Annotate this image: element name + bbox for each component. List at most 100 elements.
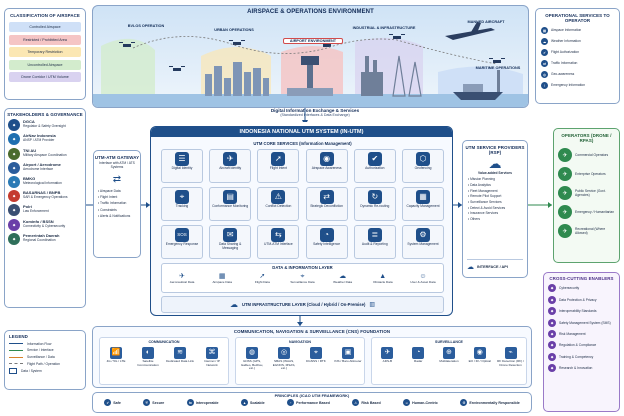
operational-services-list: ▦Airspace Information ☁Weather Informatio… <box>536 27 619 89</box>
stakeholder-desc: Connectivity & Cybersecurity <box>23 223 66 228</box>
operator-icon: ✈ <box>558 167 572 181</box>
core-service-icon: ⚙ <box>416 228 430 242</box>
cns-communication-title: COMMUNICATION <box>148 340 180 344</box>
principle-item: ♻Environmentally Responsible <box>460 399 520 406</box>
data-layer-label: Flight Data <box>254 280 270 284</box>
cns-icon: ⌘ <box>206 347 218 359</box>
operational-services-panel: OPERATIONAL SERVICES TO OPERATOR ▦Airspa… <box>535 8 620 104</box>
operational-service-label: Flight Authorization <box>551 50 580 55</box>
stakeholder-logo-icon: ◆ <box>8 147 20 160</box>
cns-label: Satellite Communication <box>137 359 159 367</box>
operator-label: Emergency / Humanitarian <box>575 209 615 214</box>
operational-service-item: ☁Weather Information <box>541 38 619 45</box>
cns-item: ⌘Internet / IP Network <box>198 347 226 367</box>
zone-bvlos <box>101 38 155 102</box>
stakeholder-desc: Law Enforcement <box>23 209 49 214</box>
cns-item: ✈ADS-B <box>373 347 401 367</box>
data-layer-label: Obstacle Data <box>372 280 393 284</box>
operational-service-item: ⇄Traffic Information <box>541 60 619 67</box>
cns-icon: ◐ <box>142 347 154 359</box>
gateway-subtitle: Interface with ATM / ATS Systems <box>99 161 135 170</box>
stakeholder-name: BMKG <box>23 175 36 181</box>
core-service-label: Aircraft Identity <box>219 166 242 170</box>
inutm-title-bar: INDONESIA NATIONAL UTM SYSTEM (IN-UTM) <box>151 127 452 137</box>
core-service-tile: ✉Data Sharing & Messaging <box>209 225 252 259</box>
operational-service-item: ✔Flight Authorization <box>541 49 619 56</box>
core-service-label: Audit & Reporting <box>361 242 388 246</box>
cns-label: DGNSS / RTK <box>306 359 326 363</box>
operational-service-label: Airspace Information <box>551 28 582 33</box>
environment-panel: AIRSPACE & OPERATIONS ENVIRONMENT <box>92 5 529 108</box>
cns-item: ◔Radar <box>404 347 432 367</box>
maritime-ship <box>453 70 503 100</box>
core-service-icon: ⚠ <box>271 190 286 204</box>
rsp-item: • Others <box>468 217 480 222</box>
cross-item: ◆Research & Innovation <box>548 364 619 373</box>
data-layer: DATA & INFORMATION LAYER ✈Aeronautical D… <box>161 263 444 293</box>
data-layer-label: User & Asset Data <box>410 280 436 284</box>
core-service-icon: ✔ <box>367 152 382 166</box>
legend-item: Surveillance / Data <box>9 355 85 359</box>
data-layer-item: ✈Aeronautical Data <box>163 272 201 285</box>
principle-label: Risk Based <box>361 400 381 405</box>
cns-navigation-title: NAVIGATION <box>288 340 312 344</box>
manned-aircraft <box>445 22 495 40</box>
core-service-label: Authorization <box>365 166 385 170</box>
principle-icon: ☺ <box>403 399 411 406</box>
operational-service-label: Geo-awareness <box>551 72 575 77</box>
rsp-list: • Mission Planning• Data Analytics• Flee… <box>463 177 527 221</box>
core-service-icon: ◔ <box>319 228 334 242</box>
zone-label: MARITIME OPERATIONS <box>475 66 521 70</box>
enabler-icon: ◆ <box>548 284 556 293</box>
enabler-icon: ◆ <box>548 329 556 338</box>
operator-item: ✈Enterprise Operators <box>558 167 619 181</box>
cns-item: ◉EO / IR / Optical <box>466 347 494 367</box>
principle-label: Environmentally Responsible <box>469 400 520 405</box>
gateway-item: • Flight Intent <box>98 195 118 200</box>
legend-title: LEGEND <box>9 334 28 339</box>
operator-item: ✈Commercial Operators <box>558 148 619 162</box>
cns-item: ◍GNSS (GPS, Galileo, BeiDou, etc.) <box>238 347 266 371</box>
rsp-title: UTM SERVICE PROVIDERS (RSP) <box>465 145 525 155</box>
legend-item: Flight Path / Operation <box>9 362 85 366</box>
cns-label: 4G / 5G / LTE <box>106 359 126 363</box>
cns-label: GNSS (GPS, Galileo, BeiDou, etc.) <box>240 359 264 371</box>
interface-icon: ☁ <box>467 264 474 271</box>
operational-service-item: ▦Airspace Information <box>541 27 619 34</box>
rsp-item: • Mission Planning <box>468 177 495 182</box>
enabler-icon: ◆ <box>548 307 556 316</box>
principle-icon: ⛨ <box>143 399 151 406</box>
core-service-icon: ⬡ <box>416 152 430 166</box>
cns-label: Radar <box>413 359 423 363</box>
operator-item: ✈Recreational (Where Allowed) <box>558 224 619 238</box>
stakeholder-logo-icon: ◆ <box>8 161 20 174</box>
operational-service-label: Traffic Information <box>551 61 578 66</box>
cross-label: Risk Management <box>559 331 586 336</box>
cross-list: ◆Cybersecurity◆Data Protection & Privacy… <box>544 284 619 373</box>
stakeholder-logo-icon: ◆ <box>8 204 20 217</box>
zone-label: MANNED AIRCRAFT <box>467 20 505 24</box>
cns-communication-items: 📶4G / 5G / LTE◐Satellite Communication≋D… <box>100 347 228 367</box>
rsp-subtitle: Value-added Services <box>478 171 512 175</box>
cross-panel: CROSS-CUTTING ENABLERS ◆Cybersecurity◆Da… <box>543 272 620 412</box>
operator-icon: ✈ <box>558 148 572 162</box>
core-service-label: Geofencing <box>414 166 432 170</box>
classification-item: Uncontrolled Airspace <box>9 59 81 70</box>
core-service-label: UTM-ATM Interface <box>264 242 293 246</box>
enabler-icon: ◆ <box>548 352 556 361</box>
principle-item: ⇆Interoperable <box>186 399 219 406</box>
stakeholder-logo-icon: ◆ <box>8 133 20 146</box>
legend-swatch <box>9 363 23 365</box>
core-service-label: Airspace Awareness <box>311 166 342 170</box>
core-service-icon: SOS <box>175 228 189 242</box>
data-layer-item: ▦Airspace Data <box>203 272 241 285</box>
cns-item: ◎SBAS (WAAS, EGNOS, MSAS, etc.) <box>270 347 298 371</box>
stakeholder-desc: Regional Coordination <box>23 237 56 242</box>
principle-label: Interoperable <box>195 400 219 405</box>
cns-icon: ◉ <box>473 347 486 359</box>
